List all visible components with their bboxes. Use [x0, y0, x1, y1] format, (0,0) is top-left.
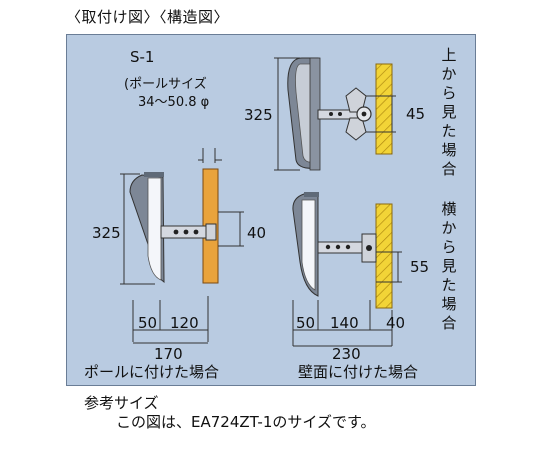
caption-char: た [441, 122, 457, 140]
caption-char: か [441, 65, 457, 83]
pole-mount-drawing [120, 148, 244, 344]
top-view-caption: 上 か ら 見 た 場 合 [440, 46, 458, 179]
wall-top [375, 63, 393, 155]
pole-dim-b: 120 [170, 314, 199, 332]
wall-offset-dim: 55 [410, 258, 430, 276]
wall-total-width: 230 [332, 345, 361, 363]
caption-char: 見 [441, 103, 457, 121]
caption-char: 場 [441, 295, 457, 313]
pole-arm-dim: 40 [247, 224, 267, 242]
wall-side [375, 203, 393, 309]
caption-char: 場 [441, 141, 457, 159]
caption-char: ら [441, 84, 457, 102]
caption-char: た [441, 276, 457, 294]
page-title: 〈取付け図〉〈構造図〉 [66, 8, 230, 26]
wall-mount-caption: 壁面に付けた場合 [298, 363, 419, 381]
pole-size-title: ポールサイズ [129, 77, 207, 92]
top-height-dim: 325 [244, 106, 273, 124]
pole-dim-a: 50 [138, 314, 158, 332]
caption-char: ら [441, 238, 457, 256]
notes-text: この図は、EA724ZT-1のサイズです。 [116, 413, 376, 431]
caption-char: 横 [441, 200, 457, 218]
caption-char: か [441, 219, 457, 237]
pole-mount-caption: ポールに付けた場合 [84, 363, 220, 381]
wall-dim-c: 40 [386, 314, 406, 332]
pole-size-paren-open: ( [124, 77, 130, 92]
wall-mount-drawing [292, 192, 402, 347]
pole-size-label: (ポールサイズ [124, 78, 207, 91]
wall-dim-b: 140 [330, 314, 359, 332]
pole-size-range: 34～50.8 φ [138, 95, 210, 110]
pole-total-width: 170 [154, 345, 183, 363]
caption-char: 上 [441, 46, 457, 64]
diagram-panel [66, 34, 476, 386]
model-code: S-1 [130, 48, 155, 66]
top-offset-dim: 45 [406, 105, 426, 123]
wall-dim-a: 50 [296, 314, 316, 332]
caption-char: 合 [441, 160, 457, 178]
pole-height-dim: 325 [92, 224, 121, 242]
notes-heading: 参考サイズ [84, 394, 159, 412]
top-view-drawing [274, 57, 396, 171]
side-view-caption: 横 か ら 見 た 場 合 [440, 200, 458, 333]
caption-char: 合 [441, 314, 457, 332]
caption-char: 見 [441, 257, 457, 275]
